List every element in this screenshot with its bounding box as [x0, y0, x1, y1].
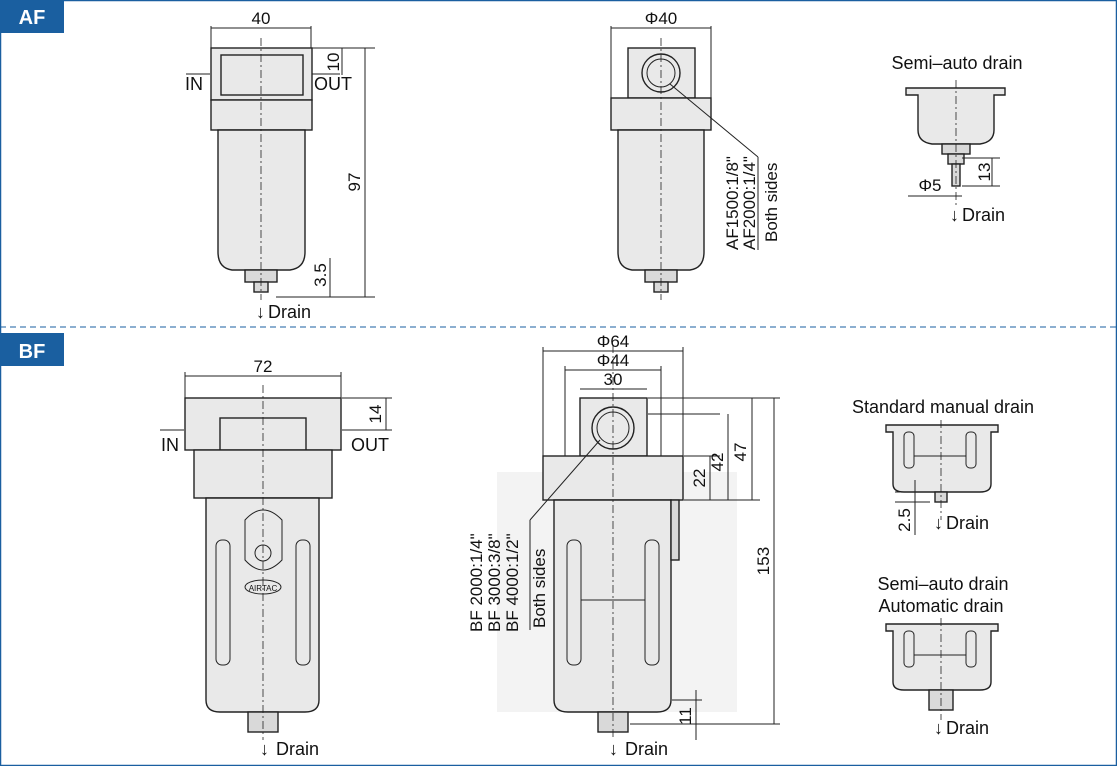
af-front-view: 40 97 10 3.5 IN OUT Drain ↓: [185, 9, 375, 322]
af-side-view: Φ40 AF1500:1/8" AF2000:1/4" Both sides: [610, 9, 781, 300]
af-side-port3: Both sides: [762, 163, 781, 242]
af-front-drain-label: Drain: [268, 302, 311, 322]
af-semi-drain-arrow-icon: ↓: [950, 205, 959, 225]
bf-side-port2: BF 3000:3/8": [485, 533, 504, 632]
section-tag-af-label: AF: [19, 7, 46, 29]
bf-side-h42: 42: [708, 453, 727, 472]
bf-auto-drain-label: Drain: [946, 718, 989, 738]
af-in-label: IN: [185, 74, 203, 94]
bf-front-top-height: 14: [366, 405, 385, 424]
bf-manual-title: Standard manual drain: [852, 397, 1034, 417]
bf-side-drain-arrow-icon: ↓: [609, 739, 618, 759]
bf-side-port4: Both sides: [530, 549, 549, 628]
af-semi-height: 13: [975, 163, 994, 182]
af-front-drain-height: 3.5: [311, 263, 330, 287]
bf-in-label: IN: [161, 435, 179, 455]
af-out-label: OUT: [314, 74, 352, 94]
bf-auto-title1: Semi–auto drain: [877, 574, 1008, 594]
bf-side-view: Φ64 Φ44 30 47 42 22 153 11 BF 2000:1/4" …: [467, 332, 780, 759]
bf-side-h47: 47: [731, 443, 750, 462]
af-front-drain-arrow-icon: ↓: [256, 302, 265, 322]
bf-side-h11: 11: [676, 707, 695, 725]
af-semi-auto-drain: Semi–auto drain 13 Φ5 Drain ↓: [891, 53, 1022, 225]
bf-side-w: 30: [604, 370, 623, 389]
bf-manual-drain-arrow-icon: ↓: [934, 513, 943, 533]
af-semi-title: Semi–auto drain: [891, 53, 1022, 73]
bf-front-view: AIRTAC 72 14 IN OUT Drain ↓: [160, 357, 392, 759]
bf-out-label: OUT: [351, 435, 389, 455]
bf-side-h22: 22: [690, 469, 709, 488]
bf-auto-drain-arrow-icon: ↓: [934, 718, 943, 738]
af-semi-drain-label: Drain: [962, 205, 1005, 225]
bf-side-port1: BF 2000:1/4": [467, 533, 486, 632]
af-side-diameter: Φ40: [645, 9, 677, 28]
af-front-width: 40: [252, 9, 271, 28]
bf-auto-drain: Semi–auto drain Automatic drain Drain ↓: [877, 574, 1008, 738]
af-front-height: 97: [345, 173, 364, 192]
af-front-top-height: 10: [324, 53, 343, 72]
af-side-port1: AF1500:1/8": [723, 156, 742, 250]
af-side-port2: AF2000:1/4": [740, 156, 759, 250]
bf-front-drain-arrow-icon: ↓: [260, 739, 269, 759]
bf-manual-drain: Standard manual drain 2.5 Drain ↓: [852, 397, 1034, 535]
bf-side-d2: Φ44: [597, 351, 629, 370]
bf-front-drain-label: Drain: [276, 739, 319, 759]
bf-manual-drain-label: Drain: [946, 513, 989, 533]
section-tag-bf: BF: [0, 333, 64, 366]
af-semi-diameter: Φ5: [918, 176, 941, 195]
bf-side-drain-label: Drain: [625, 739, 668, 759]
bf-auto-title2: Automatic drain: [878, 596, 1003, 616]
section-tag-bf-label: BF: [19, 341, 46, 363]
bf-side-d1: Φ64: [597, 332, 629, 351]
bf-manual-height: 2.5: [895, 508, 914, 532]
bf-side-port3: BF 4000:1/2": [503, 533, 522, 632]
bf-side-h153: 153: [754, 547, 773, 575]
section-tag-af: AF: [0, 0, 64, 33]
bf-front-width: 72: [254, 357, 273, 376]
